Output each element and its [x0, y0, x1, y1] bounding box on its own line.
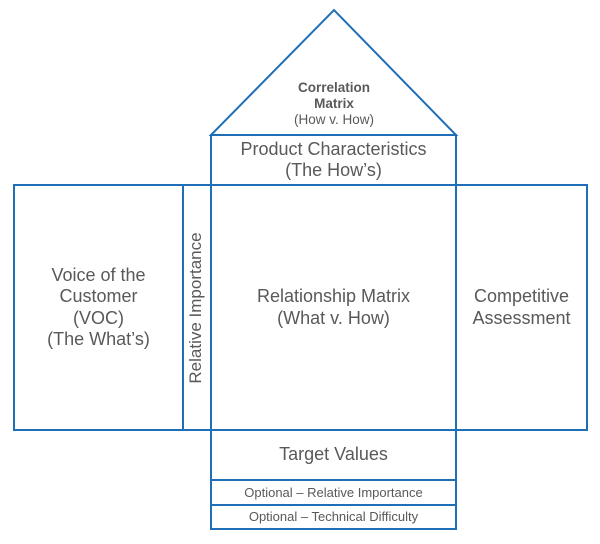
- optional-relative-importance-text: Optional – Relative Importance: [244, 484, 423, 500]
- relationship-matrix-line2: (What v. How): [277, 307, 390, 328]
- voc-line2: Customer: [59, 286, 138, 307]
- voc-line1: Voice of the: [51, 265, 146, 286]
- voc-line3: (VOC): [73, 307, 124, 328]
- voice-of-customer-label: Voice of the Customer (VOC) (The What’s): [14, 185, 183, 430]
- competitive-assessment-line2: Assessment: [472, 307, 571, 328]
- relationship-matrix-label: Relationship Matrix (What v. How): [211, 185, 456, 430]
- product-characteristics-line2: (The How’s): [285, 160, 382, 180]
- correlation-matrix-title-line2: Matrix: [314, 96, 354, 112]
- correlation-matrix-subtitle: (How v. How): [293, 111, 374, 127]
- target-values-text: Target Values: [279, 444, 388, 465]
- correlation-matrix-title-line1: Correlation: [297, 80, 370, 96]
- product-characteristics-line1: Product Characteristics: [240, 138, 427, 159]
- competitive-assessment-line1: Competitive: [473, 286, 570, 307]
- target-values-label: Target Values: [211, 430, 456, 480]
- relative-importance-label: Relative Importance: [186, 232, 205, 384]
- product-characteristics-label: Product Characteristics (The How’s): [211, 136, 456, 184]
- optional-technical-difficulty-label: Optional – Technical Difficulty: [211, 505, 456, 529]
- optional-relative-importance-label: Optional – Relative Importance: [211, 480, 456, 505]
- competitive-assessment-box: [455, 184, 588, 431]
- optional-technical-difficulty-box: [210, 504, 457, 530]
- relationship-matrix-line1: Relationship Matrix: [256, 286, 411, 307]
- correlation-matrix-label: Correlation Matrix (How v. How): [234, 74, 434, 134]
- competitive-assessment-label: Competitive Assessment: [456, 185, 587, 430]
- voc-line4: (The What’s): [47, 328, 150, 349]
- optional-technical-difficulty-text: Optional – Technical Difficulty: [248, 509, 419, 525]
